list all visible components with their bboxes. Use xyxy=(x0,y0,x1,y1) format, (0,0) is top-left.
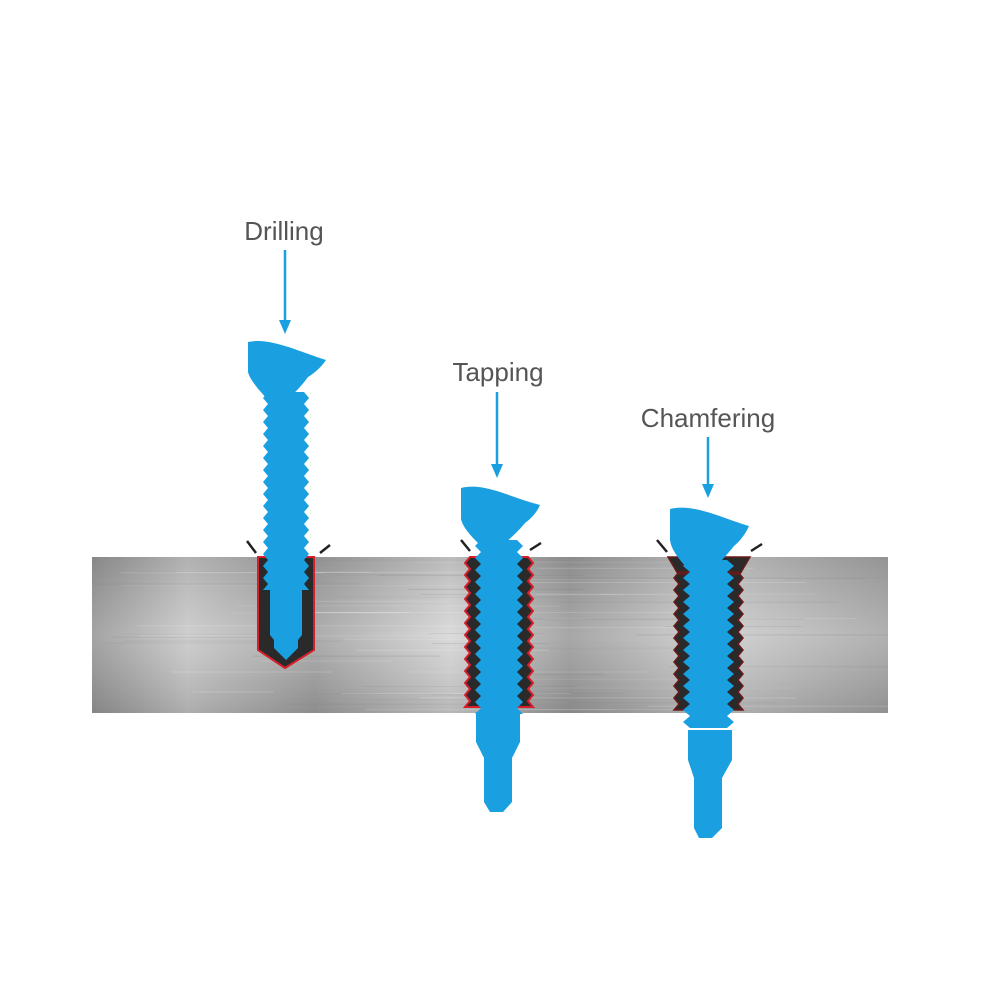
drilling-stage: Drilling xyxy=(244,216,331,670)
drilling-arrow xyxy=(279,250,291,334)
chip-left xyxy=(246,540,257,554)
chamfering-stage: Chamfering xyxy=(641,403,775,838)
screw-drill-tip xyxy=(270,590,302,660)
tapping-arrow xyxy=(491,392,503,478)
chip-left xyxy=(656,539,668,553)
chamfering-arrow xyxy=(702,437,714,498)
chip-right xyxy=(319,544,331,554)
chip-right xyxy=(750,542,763,553)
screw-thread xyxy=(263,392,309,590)
drilling-label: Drilling xyxy=(244,216,323,246)
screw-drill-tip xyxy=(476,712,520,812)
screw-head xyxy=(670,507,749,567)
screw-drill-tip xyxy=(688,730,732,838)
screw-head xyxy=(461,486,540,546)
tapping-stage: Tapping xyxy=(452,357,544,812)
screw-thread xyxy=(683,560,734,728)
chamfering-label: Chamfering xyxy=(641,403,775,433)
screw-head xyxy=(248,341,326,400)
screw-thread xyxy=(475,540,523,714)
chip-left xyxy=(460,539,471,552)
chip-right xyxy=(529,541,542,552)
tapping-label: Tapping xyxy=(452,357,543,387)
